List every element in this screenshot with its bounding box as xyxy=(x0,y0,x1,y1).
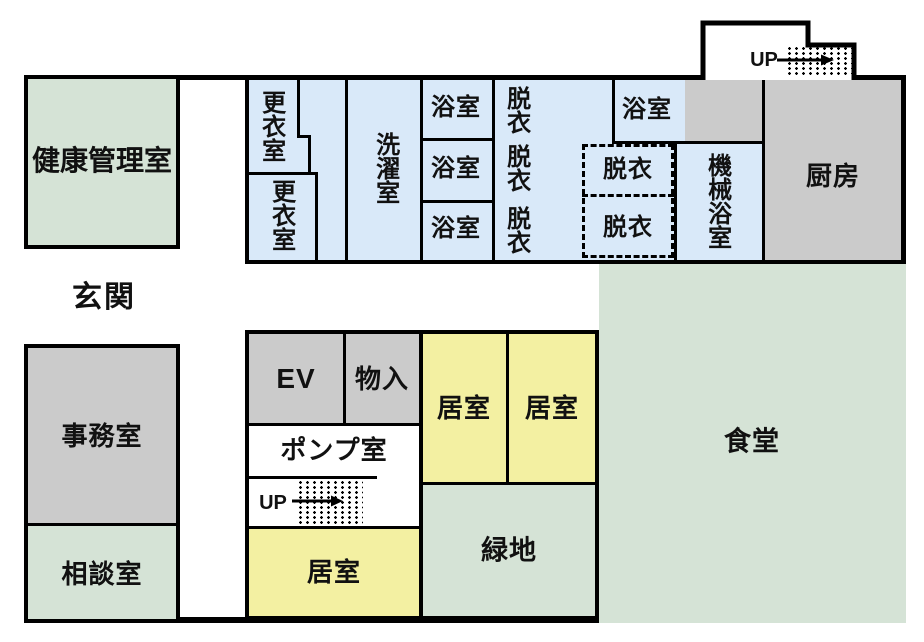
dashed-partition xyxy=(582,194,674,197)
room-label-living-1: 居室 xyxy=(436,393,492,423)
wall xyxy=(249,172,318,175)
room-undressing-dashed-outline xyxy=(582,144,674,258)
wall xyxy=(674,144,677,260)
stairs-up-label-top: UP xyxy=(750,49,778,71)
room-label-laundry: 洗濯室 xyxy=(371,132,399,204)
room-label-health-management: 健康管理室 xyxy=(31,145,173,176)
wall xyxy=(612,80,615,144)
wall xyxy=(612,141,765,144)
wall xyxy=(420,200,495,203)
room-label-living-3: 居室 xyxy=(306,557,362,587)
wall xyxy=(492,80,495,260)
wall xyxy=(297,80,300,135)
room-label-bathroom-2: 浴室 xyxy=(431,155,481,182)
room-label-bathroom-1: 浴室 xyxy=(431,94,481,121)
room-living-2 xyxy=(509,334,595,482)
room-label-entrance: 玄関 xyxy=(72,281,136,314)
wall xyxy=(28,523,176,526)
room-storage xyxy=(346,334,419,423)
room-label-undressing-dashed-2: 脱衣 xyxy=(603,214,653,241)
wall xyxy=(249,526,419,529)
room-label-living-2: 居室 xyxy=(524,393,580,423)
room-label-green-space: 緑地 xyxy=(481,535,537,566)
room-dining-hall xyxy=(599,264,906,623)
wall xyxy=(297,135,311,138)
wall xyxy=(423,482,595,485)
room-green-space xyxy=(423,485,595,616)
room-label-machine-bathroom: 機械浴室 xyxy=(703,153,731,249)
wall xyxy=(308,135,311,175)
room-elevator xyxy=(249,334,343,423)
room-label-kitchen: 厨房 xyxy=(805,161,861,191)
room-living-1 xyxy=(423,334,506,482)
room-label-consultation: 相談室 xyxy=(61,559,143,589)
living-block: 居室 居室 緑地 xyxy=(419,330,599,620)
stairs-up-arrow-icon xyxy=(777,54,834,66)
room-label-undressing-1: 脱衣 xyxy=(502,86,530,134)
wall xyxy=(420,138,495,141)
stairs-up-arrow-icon xyxy=(292,495,343,507)
room-label-pump: ポンプ室 xyxy=(280,435,388,465)
room-label-undressing-dashed-1: 脱衣 xyxy=(603,156,653,183)
bath-block: 更衣室 更衣室 洗濯室 浴室 浴室 浴室 脱衣 脱衣 脱衣 浴室 脱衣 脱衣 機… xyxy=(245,76,905,264)
room-label-undressing-2: 脱衣 xyxy=(502,144,530,192)
room-living-3 xyxy=(249,529,419,616)
wall xyxy=(762,80,765,260)
room-consultation xyxy=(28,526,176,619)
outer-wall-bottom xyxy=(24,617,906,623)
office-block: 事務室 相談室 xyxy=(24,344,180,623)
wall xyxy=(345,80,348,260)
room-label-office: 事務室 xyxy=(61,421,143,451)
room-label-bathroom-top: 浴室 xyxy=(622,96,672,123)
wall xyxy=(343,334,346,423)
wall xyxy=(315,172,318,260)
room-kitchen xyxy=(765,80,901,260)
room-unlabeled-gray xyxy=(685,80,762,141)
room-label-elevator: EV xyxy=(276,363,316,394)
room-label-changing-lower: 更衣室 xyxy=(267,179,295,251)
wall xyxy=(249,423,419,426)
wall xyxy=(506,334,509,482)
room-label-storage: 物入 xyxy=(354,364,410,394)
room-label-dining-hall: 食堂 xyxy=(724,426,780,457)
room-label-changing-upper: 更衣室 xyxy=(257,90,285,162)
wall xyxy=(249,476,377,479)
wall xyxy=(420,80,423,260)
room-office xyxy=(28,348,176,523)
core-block: EV 物入 ポンプ室 UP 居室 xyxy=(245,330,423,620)
room-label-bathroom-3: 浴室 xyxy=(431,215,481,242)
stairs-up-label-middle: UP xyxy=(259,492,287,514)
room-label-undressing-3: 脱衣 xyxy=(502,206,530,254)
room-health-management: 健康管理室 xyxy=(24,75,180,249)
